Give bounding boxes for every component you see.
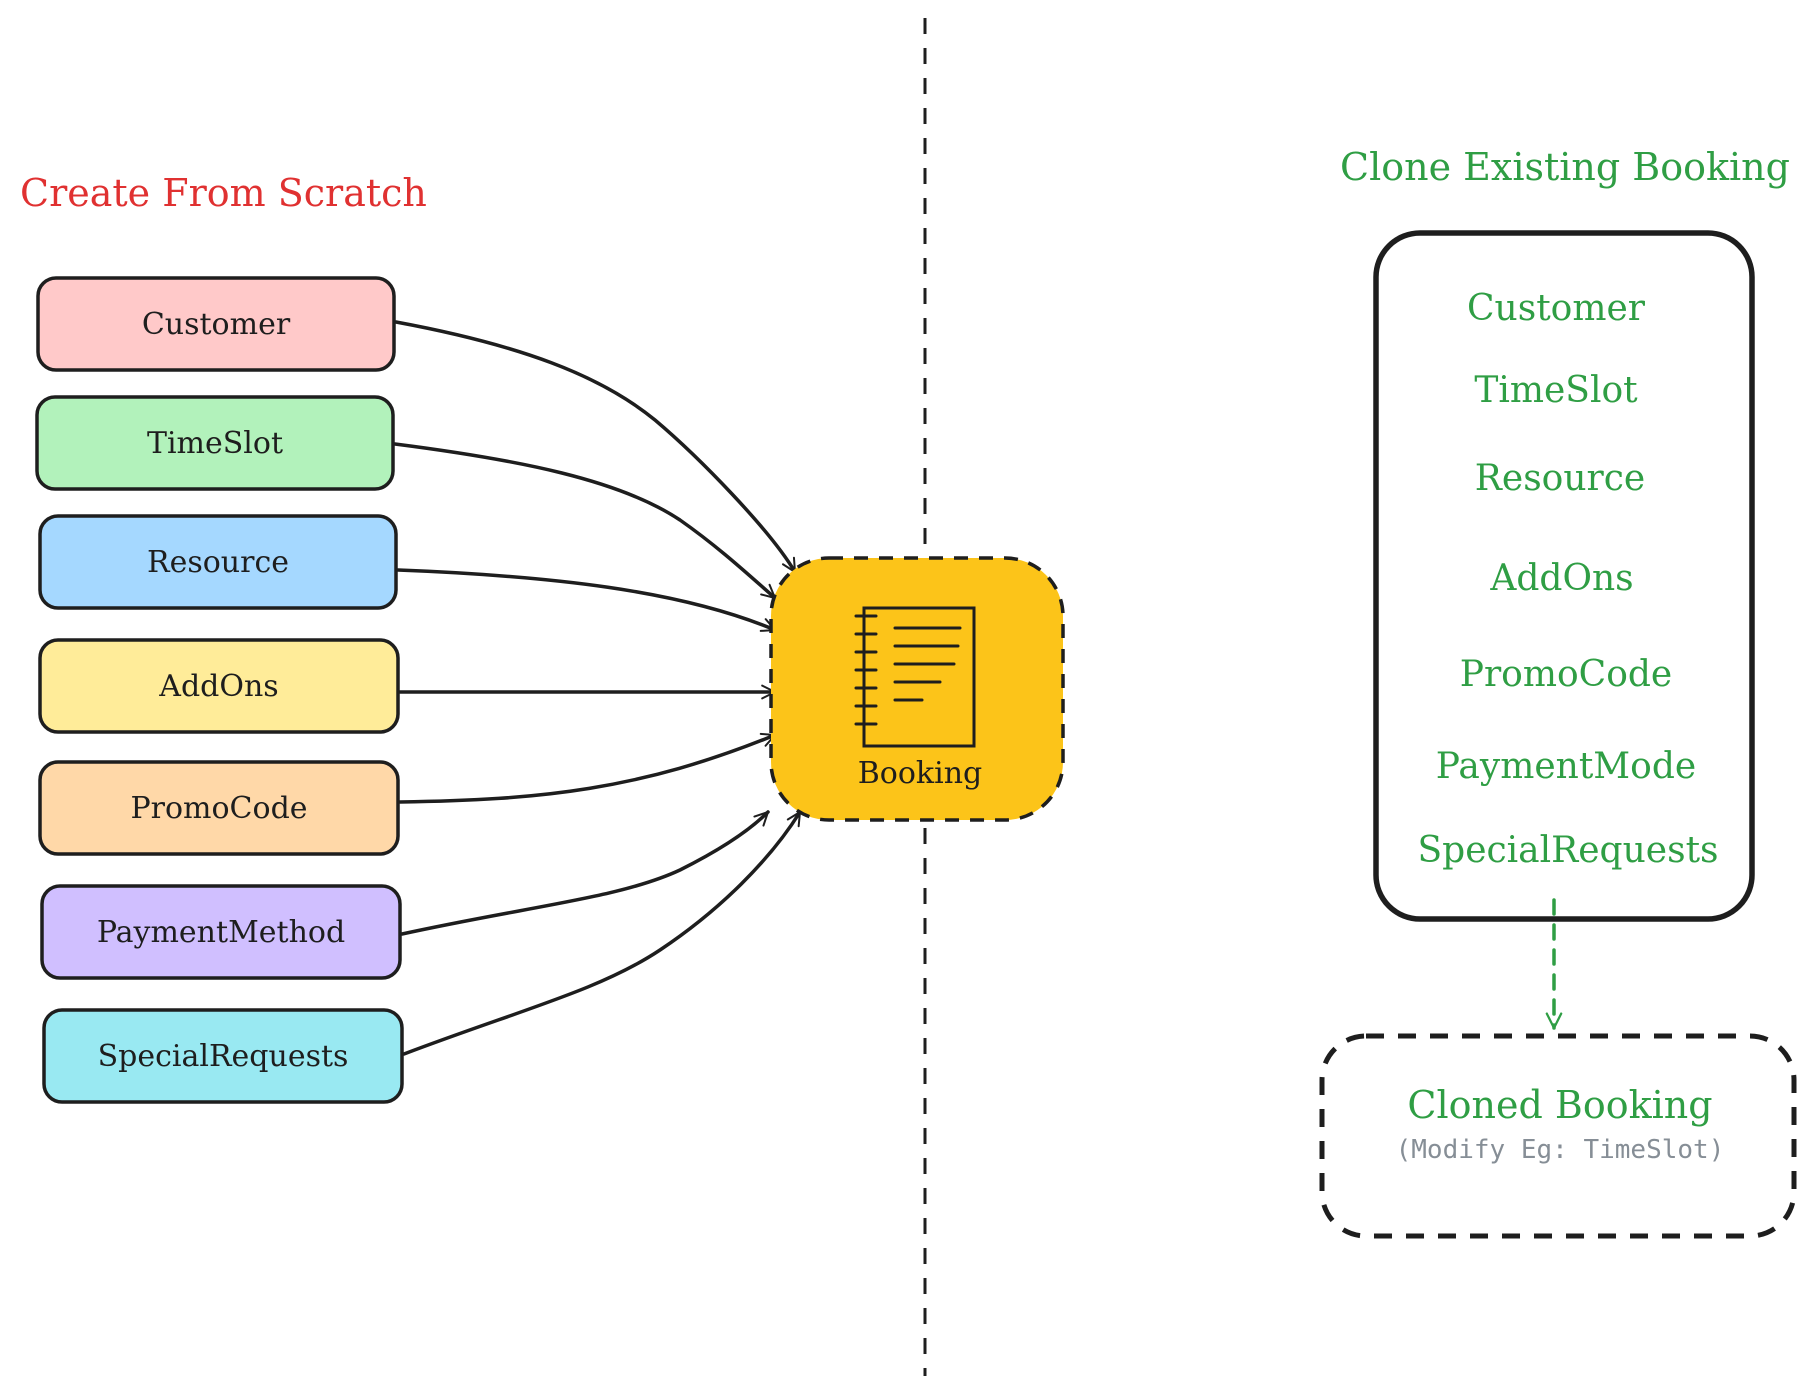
booking-field-specialrequests: SpecialRequests xyxy=(1417,830,1718,871)
arrow-promocode-to-booking xyxy=(398,732,777,804)
entity-label: Resource xyxy=(147,545,289,580)
cloned-booking-title: Cloned Booking xyxy=(1407,1083,1712,1127)
booking-node: Booking xyxy=(769,556,1065,822)
existing-booking-card: Customer TimeSlot Resource AddOns PromoC… xyxy=(1373,230,1755,922)
booking-field-paymentmode: PaymentMode xyxy=(1436,746,1696,787)
entity-label: PromoCode xyxy=(130,791,307,826)
right-title: Clone Existing Booking xyxy=(1340,145,1790,189)
arrow-timeslot-to-booking xyxy=(393,442,777,600)
entity-label: AddOns xyxy=(158,669,278,704)
entity-label: Customer xyxy=(142,307,291,342)
entity-list: Customer TimeSlot Resource AddOns PromoC… xyxy=(35,276,404,1104)
cloned-booking-note: (Modify Eg: TimeSlot) xyxy=(1396,1135,1725,1165)
booking-field-resource: Resource xyxy=(1475,458,1645,499)
entity-box-promocode: PromoCode xyxy=(38,760,400,856)
entity-box-paymentmethod: PaymentMethod xyxy=(40,884,402,980)
entity-box-specialrequests: SpecialRequests xyxy=(42,1008,404,1104)
arrow-paymentmethod-to-booking xyxy=(400,810,770,936)
entity-box-timeslot: TimeSlot xyxy=(35,395,395,491)
entity-box-shape xyxy=(38,638,400,734)
entity-box-shape xyxy=(40,884,402,980)
booking-label: Booking xyxy=(858,756,982,791)
arrow-specialrequests-to-booking xyxy=(402,810,802,1056)
notebook-icon xyxy=(854,606,976,748)
entity-box-shape xyxy=(38,760,400,856)
entity-label: PaymentMethod xyxy=(97,915,345,950)
entity-label: SpecialRequests xyxy=(98,1039,349,1074)
booking-field-promocode: PromoCode xyxy=(1460,654,1672,695)
arrow-customer-to-booking xyxy=(394,320,797,574)
entity-box-shape xyxy=(35,395,395,491)
entity-box-shape xyxy=(38,514,398,610)
left-title: Create From Scratch xyxy=(20,171,427,215)
booking-field-timeslot: TimeSlot xyxy=(1474,370,1638,411)
booking-node-shape xyxy=(769,556,1065,822)
booking-field-customer: Customer xyxy=(1467,288,1646,329)
cloned-booking-card-shape xyxy=(1319,1033,1797,1239)
entity-box-shape xyxy=(42,1008,404,1104)
entity-box-shape xyxy=(36,276,396,372)
entity-box-addons: AddOns xyxy=(38,638,400,734)
connector-arrows xyxy=(393,320,802,1056)
arrow-resource-to-booking xyxy=(396,568,777,632)
booking-field-addons: AddOns xyxy=(1489,558,1633,599)
entity-box-customer: Customer xyxy=(36,276,396,372)
cloned-booking-card: Cloned Booking (Modify Eg: TimeSlot) xyxy=(1319,1033,1797,1239)
entity-label: TimeSlot xyxy=(147,426,283,461)
existing-booking-card-shape xyxy=(1373,230,1755,922)
entity-box-resource: Resource xyxy=(38,514,398,610)
